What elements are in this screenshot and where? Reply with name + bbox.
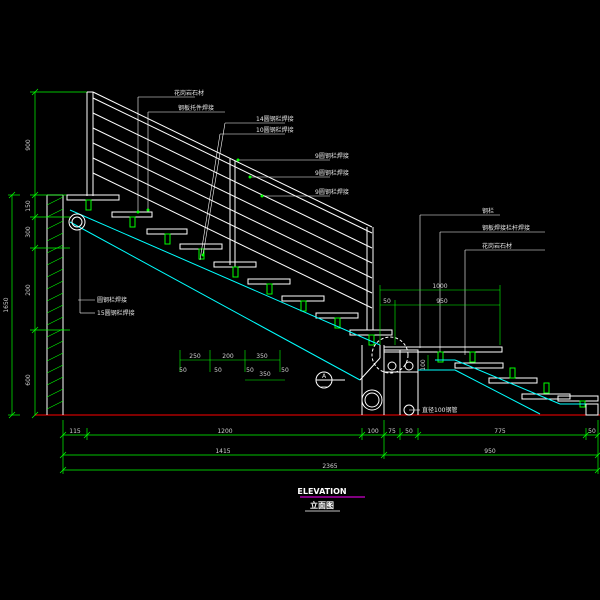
wall-hatch bbox=[46, 194, 64, 415]
callout-dots-left bbox=[136, 158, 264, 257]
bottom-dim-10: 2365 bbox=[322, 463, 337, 470]
section-marker bbox=[315, 371, 345, 389]
dim-rail-height: 900 bbox=[25, 139, 32, 151]
left-dimension-lines bbox=[8, 88, 90, 419]
detail-dim-8: 50 bbox=[281, 367, 289, 374]
drawing-subtitle: 立面图 bbox=[310, 500, 334, 510]
bottom-dim-4: 75 bbox=[388, 428, 396, 435]
detail-dim-2: 200 bbox=[222, 353, 234, 360]
callout-12-label: 花岗岩石材 bbox=[482, 242, 512, 250]
end-block bbox=[585, 403, 599, 416]
central-support bbox=[361, 345, 419, 416]
dim-segment-1: 300 bbox=[25, 226, 32, 238]
callout-9-label: 15圆钢栏焊接 bbox=[97, 309, 135, 317]
bottom-dim-9: 950 bbox=[484, 448, 496, 455]
detail-dim-5: 50 bbox=[214, 367, 222, 374]
callout-4-label: 10圆钢栏焊接 bbox=[256, 126, 294, 134]
bottom-dim-8: 1415 bbox=[215, 448, 230, 455]
dim-top-gap: 150 bbox=[25, 200, 32, 212]
callout-leaders-left bbox=[78, 96, 330, 314]
detail-dim-9: 1000 bbox=[432, 283, 447, 290]
bottom-dimension-lines bbox=[59, 420, 600, 474]
detail-dim-10: 50 bbox=[383, 298, 391, 305]
callout-10-label: 钢栏 bbox=[482, 207, 494, 215]
dim-segment-3: 600 bbox=[25, 374, 32, 386]
detail-dim-3: 350 bbox=[256, 353, 268, 360]
detail-dimension-lines bbox=[179, 285, 501, 381]
bottom-dim-5: 50 bbox=[405, 428, 413, 435]
landing-and-lower-treads bbox=[383, 346, 599, 402]
detail-dim-12: 100 bbox=[420, 359, 427, 371]
callout-7-label: 9圆钢栏焊接 bbox=[315, 188, 349, 196]
section-marker-sub: — bbox=[321, 383, 327, 390]
section-marker-letter: A bbox=[322, 373, 327, 380]
dim-total-height: 1650 bbox=[3, 297, 10, 312]
callout-11-label: 钢板焊接栏杆焊接 bbox=[482, 224, 530, 232]
callout-8-label: 圆钢栏焊接 bbox=[97, 296, 127, 304]
bottom-dim-7: 50 bbox=[588, 428, 596, 435]
drawing-title: ELEVATION bbox=[297, 487, 346, 496]
upper-stringer bbox=[69, 209, 381, 381]
bottom-dim-2: 1200 bbox=[217, 428, 232, 435]
detail-dim-1: 250 bbox=[189, 353, 201, 360]
detail-dim-4: 50 bbox=[179, 367, 187, 374]
bottom-dim-6: 775 bbox=[494, 428, 506, 435]
bottom-dim-1: 115 bbox=[69, 428, 81, 435]
detail-dim-7: 350 bbox=[259, 371, 271, 378]
callout-2-label: 钢板托件焊接 bbox=[178, 104, 214, 112]
handrail bbox=[86, 91, 374, 330]
detail-dim-6: 50 bbox=[246, 367, 254, 374]
bottom-dim-3: 100 bbox=[367, 428, 379, 435]
callout-3-label: 14圆钢栏焊接 bbox=[256, 115, 294, 123]
callout-5-label: 9圆钢栏焊接 bbox=[315, 152, 349, 160]
callout-13-label: 直径100钢管 bbox=[422, 406, 457, 414]
callout-6-label: 9圆钢栏焊接 bbox=[315, 169, 349, 177]
lower-stringer bbox=[418, 359, 598, 415]
connection-circles bbox=[68, 213, 409, 374]
detail-dim-11: 950 bbox=[436, 298, 448, 305]
callout-leaders-right bbox=[409, 214, 545, 411]
dim-segment-2: 200 bbox=[25, 284, 32, 296]
callout-1-label: 花岗岩石材 bbox=[174, 89, 204, 97]
